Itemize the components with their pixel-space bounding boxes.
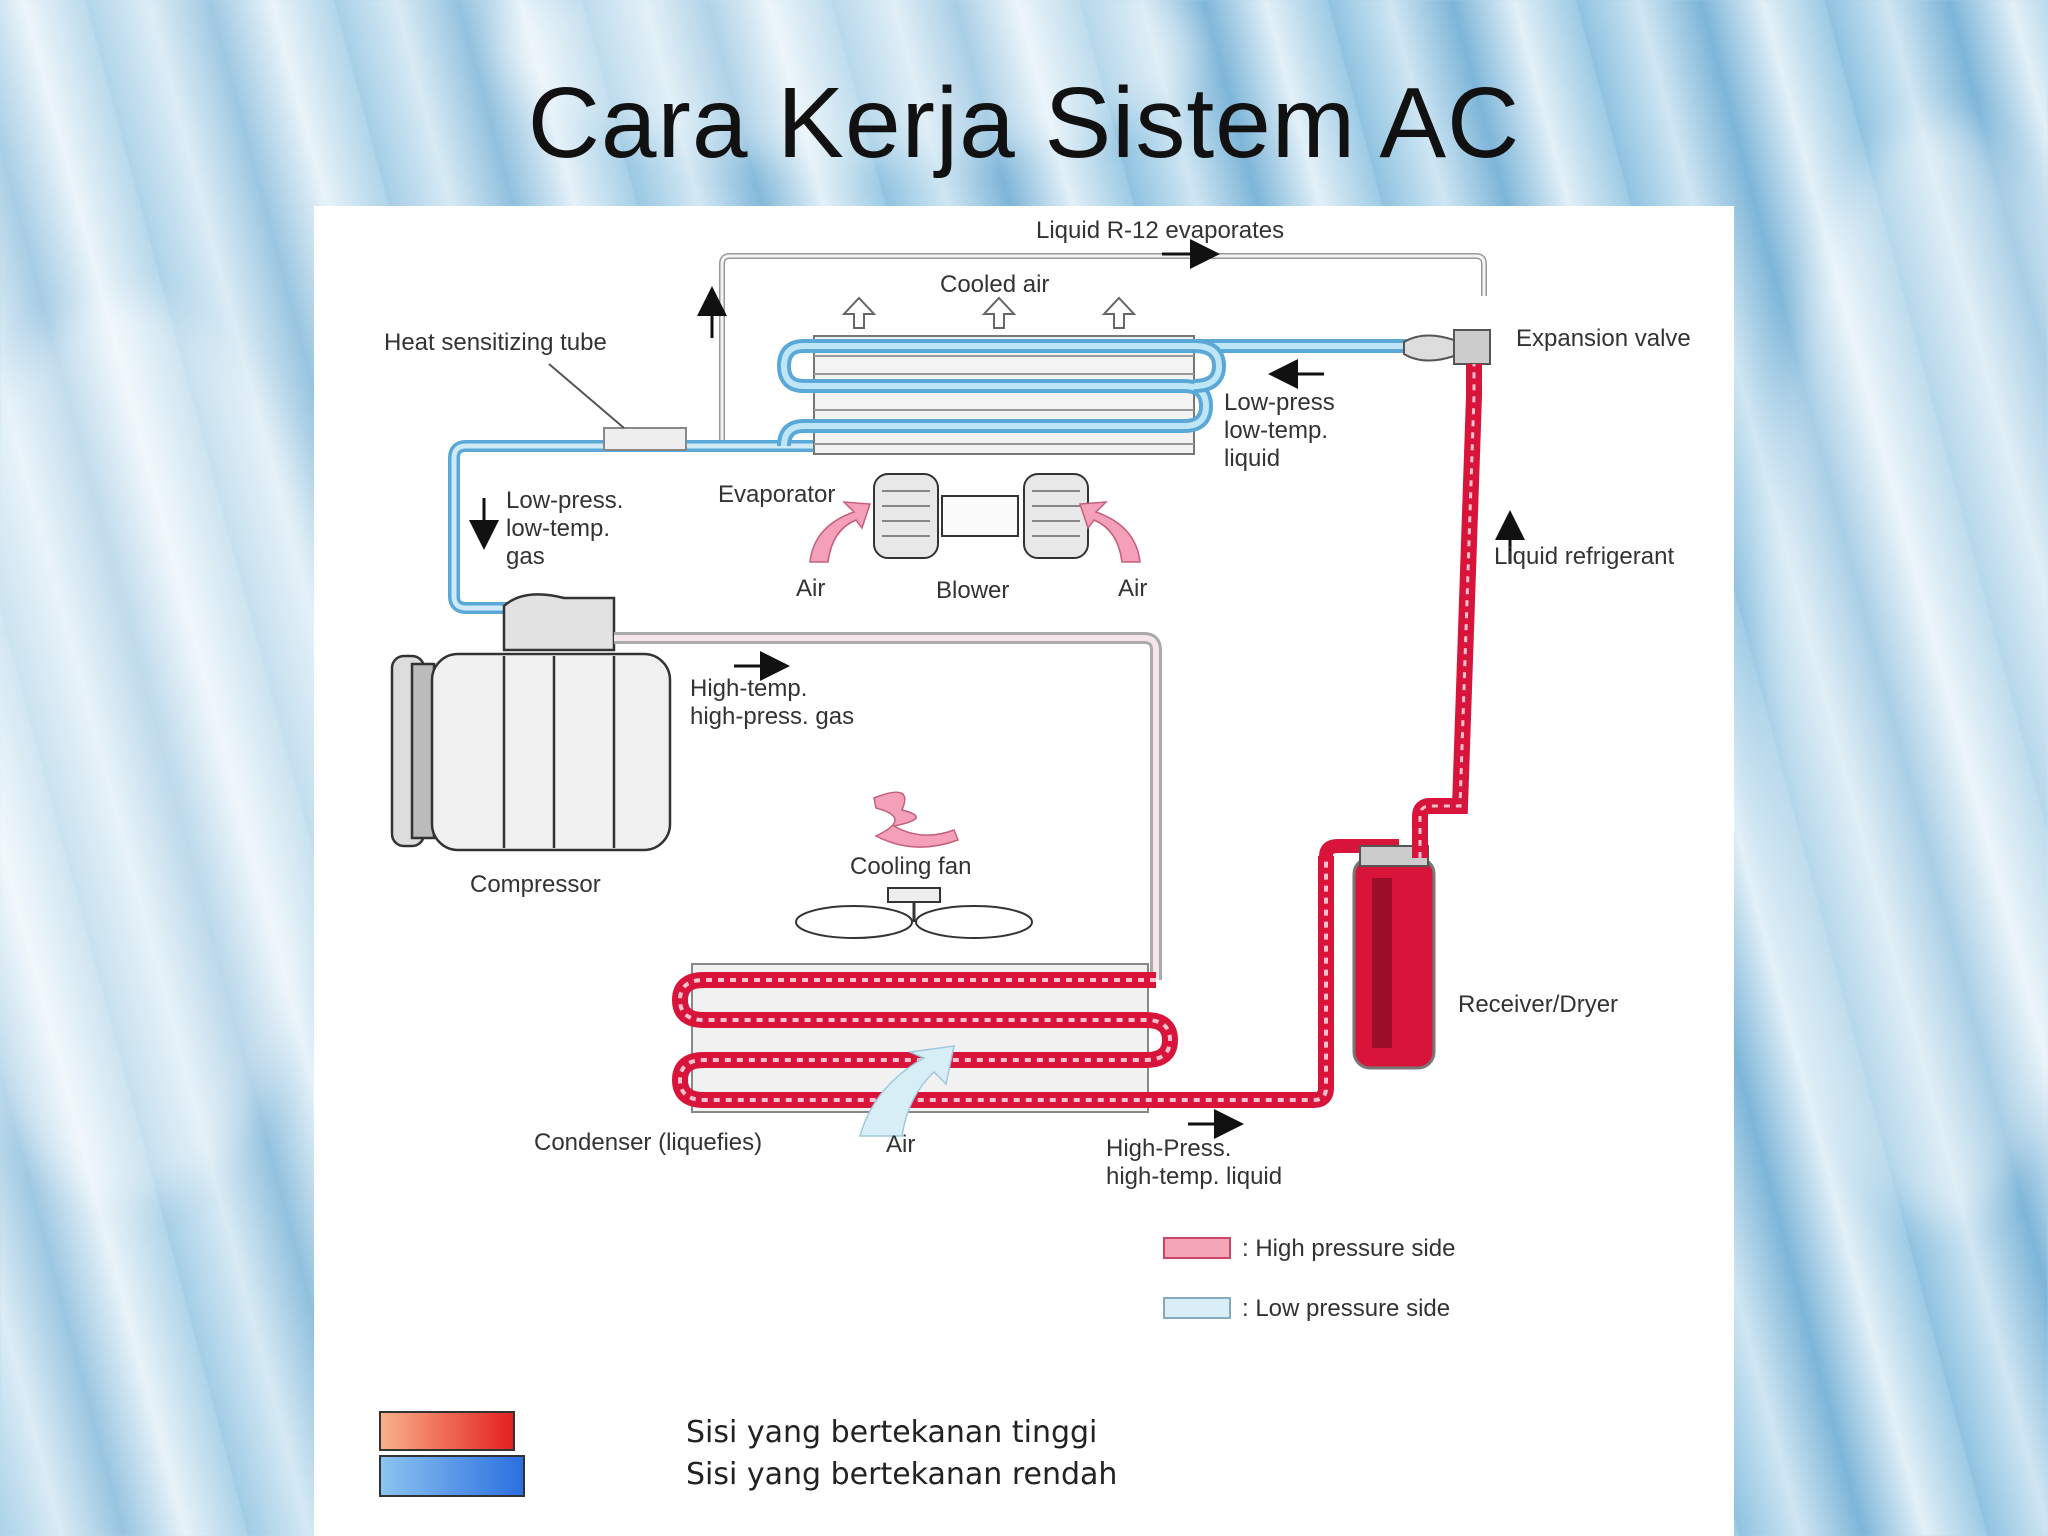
- label-low-press-liquid-2: low-temp.: [1224, 417, 1328, 444]
- label-liquid-refrigerant: Liquid refrigerant: [1494, 543, 1674, 570]
- label-high-temp-gas-2: high-press. gas: [690, 703, 854, 730]
- ac-system-diagram: Liquid R-12 evaporates Cooled air Heat s…: [379, 217, 1691, 1497]
- label-high-press-liquid-1: High-Press.: [1106, 1135, 1231, 1162]
- legend-swatch-low: [1163, 1297, 1231, 1319]
- legend-swatch-rendah: [379, 1455, 525, 1497]
- label-condenser: Condenser (liquefies): [534, 1129, 762, 1156]
- label-low-press-gas-3: gas: [506, 543, 545, 570]
- label-expansion-valve: Expansion valve: [1516, 325, 1691, 352]
- compressor: [390, 593, 672, 852]
- cooled-air-arrows: [841, 296, 1137, 329]
- label-low-press-liquid-1: Low-press: [1224, 389, 1335, 416]
- label-blower: Blower: [936, 577, 1009, 604]
- expansion-valve: [1403, 329, 1491, 365]
- label-high-temp-gas-1: High-temp.: [690, 675, 807, 702]
- air-arrow-right: [1078, 501, 1141, 563]
- evaporator: [776, 335, 1474, 455]
- legend-high-pressure: : High pressure side: [1242, 1235, 1455, 1262]
- label-high-press-liquid-2: high-temp. liquid: [1106, 1163, 1282, 1190]
- label-air-condenser: Air: [886, 1131, 915, 1158]
- label-air-left: Air: [796, 575, 825, 602]
- condenser: [671, 856, 1334, 1113]
- label-air-right: Air: [1118, 575, 1147, 602]
- label-low-press-liquid-3: liquid: [1224, 445, 1280, 472]
- slide-title: Cara Kerja Sistem AC: [527, 67, 1521, 179]
- hot-air-icon: [873, 791, 959, 848]
- ac-diagram-panel: Liquid R-12 evaporates Cooled air Heat s…: [314, 206, 1734, 1536]
- label-low-press-gas-1: Low-press.: [506, 487, 623, 514]
- label-heat-sensitizing-tube: Heat sensitizing tube: [384, 329, 607, 356]
- label-low-press-gas-2: low-temp.: [506, 515, 610, 542]
- cooling-fan: [795, 887, 1033, 939]
- label-liquid-evaporates: Liquid R-12 evaporates: [1036, 217, 1284, 244]
- legend-swatch-tinggi: [379, 1411, 515, 1451]
- legend-low-pressure: : Low pressure side: [1242, 1295, 1450, 1322]
- legend-tinggi: Sisi yang bertekanan tinggi: [686, 1415, 1097, 1450]
- air-arrow-left: [809, 501, 872, 563]
- condenser-air-arrow: [859, 1045, 955, 1137]
- receiver-dryer: [1319, 839, 1436, 1070]
- label-compressor: Compressor: [470, 871, 601, 898]
- legend-swatch-high: [1163, 1237, 1231, 1259]
- label-cooling-fan: Cooling fan: [850, 853, 971, 880]
- legend-rendah: Sisi yang bertekanan rendah: [686, 1457, 1117, 1492]
- label-cooled-air: Cooled air: [940, 271, 1049, 298]
- blower: [873, 473, 1089, 559]
- label-receiver-dryer: Receiver/Dryer: [1458, 991, 1618, 1018]
- heat-sensitizing-tube: [603, 427, 687, 451]
- liquid-line: [1412, 364, 1482, 858]
- label-evaporator: Evaporator: [718, 481, 835, 508]
